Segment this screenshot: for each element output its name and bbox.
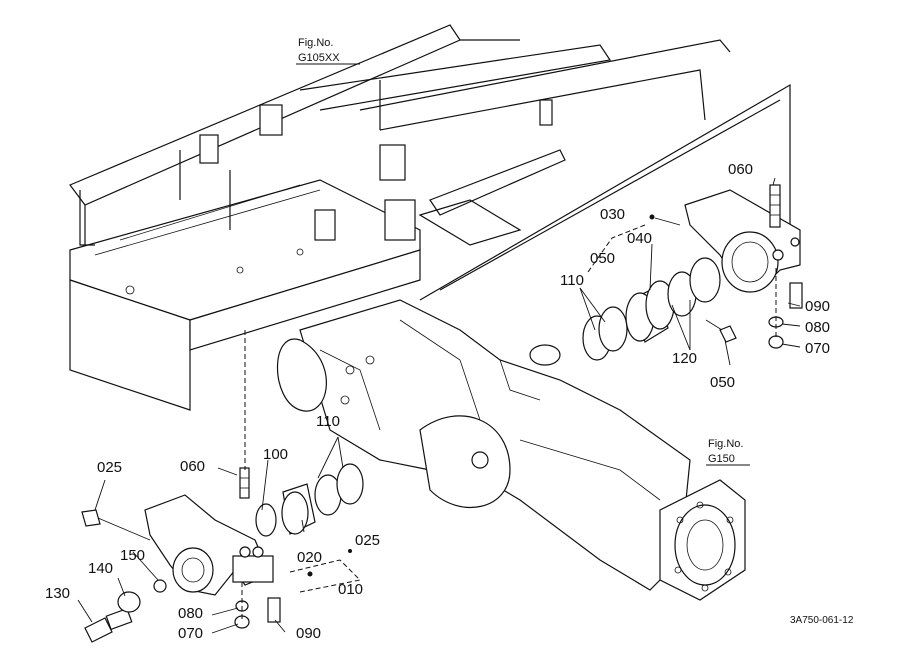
leader-lines [77, 63, 801, 634]
group-marker-dot-upper [649, 214, 655, 220]
fig-ref-top-code: G105XX [298, 52, 340, 64]
bolt-lower [239, 330, 250, 499]
label-080-lower: 080 [178, 605, 203, 622]
label-050-lower: 050 [710, 374, 735, 391]
fig-ref-right-title: Fig.No. [708, 438, 743, 450]
label-120: 120 [672, 350, 697, 367]
label-020: 020 [297, 549, 322, 566]
group-marker-dot-lower [307, 571, 313, 577]
label-110-lower: 110 [316, 413, 340, 430]
tractor-frame [69, 24, 791, 411]
label-070-lower: 070 [178, 625, 203, 642]
label-025-right: 025 [355, 532, 380, 549]
label-150: 150 [120, 547, 145, 564]
bolt-upper [769, 184, 781, 228]
label-040: 040 [627, 230, 652, 247]
label-070-upper: 070 [805, 340, 830, 357]
label-060-lower: 060 [180, 458, 205, 475]
grease-nipple-lower [81, 509, 151, 541]
grease-nipple-upper [705, 319, 737, 343]
fastener-stack-lower [84, 579, 281, 643]
label-090-lower: 090 [296, 625, 321, 642]
fig-ref-right-code: G150 [708, 453, 735, 465]
label-010: 010 [338, 581, 363, 598]
label-110-upper: 110 [560, 272, 584, 289]
label-130: 130 [45, 585, 70, 602]
label-140: 140 [88, 560, 113, 577]
label-025-left: 025 [97, 459, 122, 476]
label-100: 100 [263, 446, 288, 463]
label-030: 030 [600, 206, 625, 223]
label-060-upper: 060 [728, 161, 753, 178]
front-axle-support-front [144, 494, 274, 596]
group-marker-dot-025 [348, 549, 352, 553]
fig-ref-top-title: Fig.No. [298, 37, 333, 49]
diagram-id: 3A750-061-12 [790, 615, 854, 626]
label-090-upper: 090 [805, 298, 830, 315]
front-axle-housing [276, 299, 746, 601]
label-050-upper: 050 [590, 250, 615, 267]
fastener-stack-upper [768, 268, 803, 349]
bushing-set-lower [255, 463, 364, 537]
bushing-set-upper [582, 257, 721, 361]
label-080-upper: 080 [805, 319, 830, 336]
